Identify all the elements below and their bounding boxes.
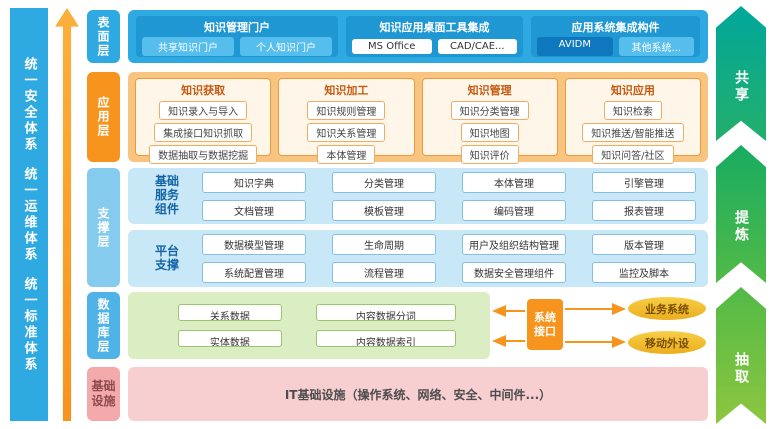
avidm-item: AVIDM [537,37,613,56]
database-layer-label: 数据库层 [96,297,110,354]
support-item: 系统配置管理 [202,262,306,283]
support-item: 本体管理 [462,171,566,193]
support-layer-label: 支撑层 [96,206,110,249]
app-item: 知识检索 [603,101,662,120]
desktop-tools-group: 知识应用桌面工具集成 MS Office CAD/CAE... [345,16,524,57]
support-item: 用户及组织结构管理 [462,234,566,255]
basic-service-components-panel: 基础 服务 组件 知识字典 分类管理 本体管理 引擎管理 文档管理 模板管理 编… [128,168,708,224]
support-item: 引擎管理 [592,171,696,193]
db-item: 内容数据索引 [315,330,456,347]
knowledge-application-box: 知识应用 知识检索 知识推送/智能推送 知识问答/社区 [564,78,701,164]
app-item: 知识规则管理 [307,101,386,120]
extract-arrow-label: 抽取 [733,351,749,386]
db-item: 内容数据分词 [315,304,456,321]
panel-title: 平台 支撑 [154,243,179,272]
group-title: 应用系统集成构件 [571,21,660,34]
layer-badge-application: 应用层 [87,72,120,162]
db-item: 实体数据 [178,330,282,347]
app-item: 知识问答/社区 [592,145,674,164]
knowledge-management-box: 知识管理 知识分类管理 知识地图 知识评价 [421,78,558,164]
support-item: 分类管理 [332,171,436,193]
unified-systems-bar: 统一安全体系 统一运维体系 统一标准体系 [10,8,48,421]
app-item: 知识地图 [460,123,519,142]
support-item: 数据模型管理 [202,234,306,255]
share-arrow-label: 共享 [733,69,749,104]
support-item: 数据安全管理组件 [462,262,566,283]
application-layer-block: 知识获取 知识录入与导入 集成接口知识抓取 数据抽取与数据挖掘 知识加工 知识规… [128,72,708,164]
app-item: 知识录入与导入 [159,101,248,120]
support-item: 流程管理 [332,262,436,283]
system-interface-box: 系统 接口 [527,299,563,350]
business-system-node: 业务系统 [628,297,706,320]
shared-portal-item: 共享知识门户 [142,37,234,56]
platform-support-panel: 平台 支撑 数据模型管理 生命周期 用户及组织结构管理 版本管理 系统配置管理 … [128,230,708,287]
app-item: 知识评价 [460,145,519,164]
support-item: 文档管理 [202,199,306,221]
support-item: 版本管理 [592,234,696,255]
panel-title: 基础 服务 组件 [154,174,179,216]
up-arrow-icon [55,8,79,421]
surface-layer-block: 知识管理门户 共享知识门户 个人知识门户 知识应用桌面工具集成 MS Offic… [128,10,708,63]
ms-office-item: MS Office [351,39,432,54]
infrastructure-layer-label: 基础 设施 [91,379,116,408]
support-item: 报表管理 [592,199,696,221]
database-layer-block: 关系数据 内容数据分词 实体数据 内容数据索引 [128,292,490,359]
knowledge-processing-box: 知识加工 知识规则管理 知识关系管理 本体管理 [278,78,415,164]
app-item: 本体管理 [317,145,376,164]
layer-badge-database: 数据库层 [87,292,120,359]
knowledge-acquisition-box: 知识获取 知识录入与导入 集成接口知识抓取 数据抽取与数据挖掘 [135,78,272,164]
personal-portal-item: 个人知识门户 [239,37,332,56]
infrastructure-block: IT基础设施（操作系统、网络、安全、中间件...） [128,367,708,421]
unified-operations-label: 统一运维体系 [21,166,37,263]
app-integration-group: 应用系统集成构件 AVIDM 其他系统... [531,16,700,57]
layer-badge-infrastructure: 基础 设施 [87,367,120,421]
app-item: 知识关系管理 [307,123,386,142]
app-item: 知识分类管理 [450,101,529,120]
layer-badge-support: 支撑层 [87,168,120,287]
unified-standards-label: 统一标准体系 [21,276,37,373]
refine-arrow-label: 提炼 [733,210,749,244]
support-item: 监控及脚本 [592,262,696,283]
support-item: 编码管理 [462,199,566,221]
mobile-peripheral-node: 移动外设 [628,331,706,354]
db-item: 关系数据 [178,304,282,321]
support-item: 模板管理 [332,199,436,221]
other-systems-item: 其他系统... [618,37,694,56]
infrastructure-text: IT基础设施（操作系统、网络、安全、中间件...） [284,387,552,402]
layer-badge-surface: 表面层 [87,10,120,63]
knowledge-portal-group: 知识管理门户 共享知识门户 个人知识门户 [136,16,338,57]
extract-arrow: 抽取 [716,287,766,424]
app-item: 集成接口知识抓取 [154,123,253,142]
cad-cae-item: CAD/CAE... [437,39,518,54]
group-title: 知识管理门户 [203,21,270,34]
share-arrow: 共享 [716,6,766,141]
box-title: 知识应用 [610,84,655,97]
refine-arrow: 提炼 [716,145,766,283]
unified-security-label: 统一安全体系 [21,56,37,153]
box-title: 知识获取 [181,84,226,97]
surface-layer-label: 表面层 [96,15,110,58]
application-layer-label: 应用层 [96,96,110,138]
box-title: 知识管理 [467,84,512,97]
support-item: 生命周期 [332,234,436,255]
group-title: 知识应用桌面工具集成 [379,21,490,34]
support-item: 知识字典 [202,171,306,193]
box-title: 知识加工 [324,84,369,97]
app-item: 数据抽取与数据挖掘 [149,145,258,164]
app-item: 知识推送/智能推送 [582,123,684,142]
